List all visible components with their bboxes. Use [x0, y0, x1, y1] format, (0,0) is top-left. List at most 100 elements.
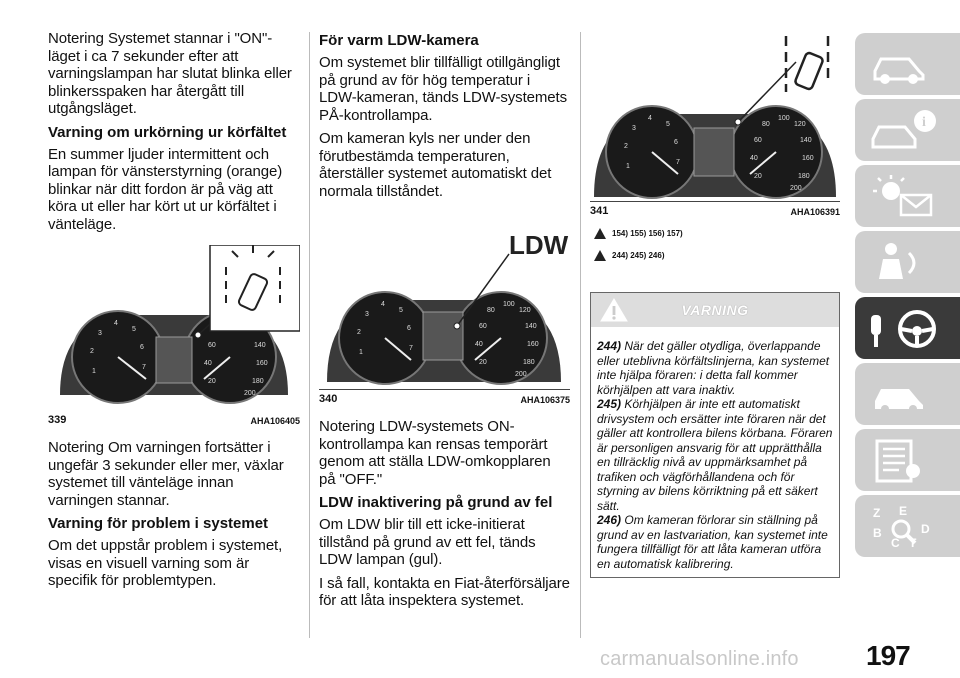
column-divider	[309, 32, 310, 638]
svg-text:20: 20	[208, 378, 216, 385]
paragraph: Om systemet blir tillfälligt otillgängli…	[319, 54, 567, 124]
svg-text:2: 2	[624, 143, 628, 150]
svg-text:100: 100	[778, 115, 790, 122]
svg-text:60: 60	[479, 323, 487, 330]
svg-text:20: 20	[754, 173, 762, 180]
svg-text:140: 140	[254, 342, 266, 349]
figure-code: AHA106375	[520, 395, 570, 405]
tab-technical-data[interactable]	[855, 429, 960, 491]
paragraph: Om kameran kyls ner under den förutbestä…	[319, 130, 552, 200]
figure-number: 339	[48, 414, 67, 426]
tab-alphabetical-index[interactable]: ZEBCTD	[855, 495, 960, 557]
key-steering-wheel-icon	[871, 310, 936, 348]
tab-car-exterior[interactable]	[855, 33, 960, 95]
svg-text:3: 3	[365, 311, 369, 318]
svg-text:1: 1	[359, 349, 363, 356]
reference-list: 244) 245) 246)	[612, 250, 665, 260]
note-number: 246)	[597, 513, 622, 527]
car-service-icon	[875, 389, 923, 413]
section-heading: För varm LDW-kamera	[319, 32, 479, 49]
warning-title: VARNING	[681, 302, 749, 318]
tab-car-service[interactable]	[855, 363, 960, 425]
svg-text:200: 200	[515, 371, 527, 378]
svg-text:80: 80	[762, 121, 770, 128]
figure-number: 340	[319, 393, 338, 405]
svg-text:3: 3	[98, 330, 102, 337]
svg-text:140: 140	[525, 323, 537, 330]
svg-text:D: D	[921, 522, 930, 536]
alphabetical-index-icon: ZEBCTD	[873, 504, 930, 549]
svg-text:1: 1	[626, 163, 630, 170]
svg-text:80: 80	[487, 307, 495, 314]
warning-references: 244) 245) 246)	[594, 244, 840, 266]
tab-car-info[interactable]: i	[855, 99, 960, 161]
svg-text:180: 180	[252, 378, 264, 385]
figure-code: AHA106391	[790, 207, 840, 217]
warning-box: VARNING 244) När det gäller otydliga, öv…	[590, 292, 840, 578]
paragraph: Om det uppstår problem i systemet, visas…	[48, 537, 283, 589]
tab-warning-lights[interactable]	[855, 165, 960, 227]
tab-starting-driving[interactable]	[855, 297, 960, 359]
warning-header: VARNING	[591, 293, 839, 327]
svg-text:Z: Z	[873, 506, 880, 520]
svg-text:180: 180	[798, 173, 810, 180]
svg-text:B: B	[873, 526, 882, 540]
svg-text:4: 4	[381, 301, 385, 308]
svg-text:120: 120	[794, 121, 806, 128]
warning-triangle-icon	[594, 249, 606, 261]
paragraph: En summer ljuder intermittent och lampan…	[48, 145, 283, 233]
warning-lights-icon	[873, 175, 933, 217]
svg-text:180: 180	[523, 359, 535, 366]
svg-text:3: 3	[632, 125, 636, 132]
warning-text: Om kameran förlorar sin ställning på gru…	[597, 513, 828, 571]
car-info-icon: i	[871, 110, 936, 149]
car-exterior-icon	[873, 57, 925, 84]
svg-text:6: 6	[407, 325, 411, 332]
svg-text:E: E	[899, 504, 907, 518]
airbag-person-icon	[879, 243, 916, 279]
paragraph: Om LDW blir till ett icke-initierat till…	[319, 516, 536, 568]
svg-text:160: 160	[256, 360, 268, 367]
warning-triangle-icon	[600, 298, 628, 322]
section-heading: Varning för problem i systemet	[48, 515, 269, 532]
svg-text:160: 160	[802, 155, 814, 162]
tab-airbag-safety[interactable]	[855, 231, 960, 293]
svg-text:5: 5	[666, 121, 670, 128]
warning-body: 244) När det gäller otydliga, överlappan…	[591, 327, 839, 577]
svg-text:40: 40	[204, 360, 212, 367]
section-heading: Varning om urkörning ur körfältet	[48, 123, 287, 141]
paragraph: I så fall, kontakta en Fiat-återförsälja…	[319, 574, 570, 610]
column-divider	[580, 32, 581, 638]
svg-text:120: 120	[519, 307, 531, 314]
figure-number: 341	[590, 205, 609, 217]
reference-list: 154) 155) 156) 157)	[612, 228, 683, 238]
watermark: carmanualsonline.info	[600, 648, 799, 670]
svg-text:4: 4	[114, 320, 118, 327]
warning-text: Körhjälpen är inte ett automatiskt drivs…	[597, 397, 833, 513]
svg-text:1: 1	[92, 368, 96, 375]
svg-text:7: 7	[142, 364, 146, 371]
paragraph: Notering Systemet stannar i "ON"-läget i…	[48, 30, 292, 117]
paragraph: Notering LDW-systemets ON-kontrollampa k…	[319, 418, 551, 488]
svg-text:60: 60	[754, 137, 762, 144]
svg-text:7: 7	[676, 159, 680, 166]
svg-text:140: 140	[800, 137, 812, 144]
svg-text:7: 7	[409, 345, 413, 352]
svg-text:200: 200	[790, 185, 802, 192]
warning-triangle-icon	[594, 227, 606, 239]
page-number: 197	[866, 640, 911, 671]
svg-text:4: 4	[648, 115, 652, 122]
svg-text:6: 6	[674, 139, 678, 146]
figure-code: AHA106405	[250, 416, 300, 426]
paragraph: Notering Om varningen fortsätter i ungef…	[48, 439, 284, 509]
warning-references: 154) 155) 156) 157)	[594, 222, 840, 244]
svg-text:20: 20	[479, 359, 487, 366]
svg-text:i: i	[922, 115, 926, 130]
technical-data-icon	[875, 439, 920, 483]
